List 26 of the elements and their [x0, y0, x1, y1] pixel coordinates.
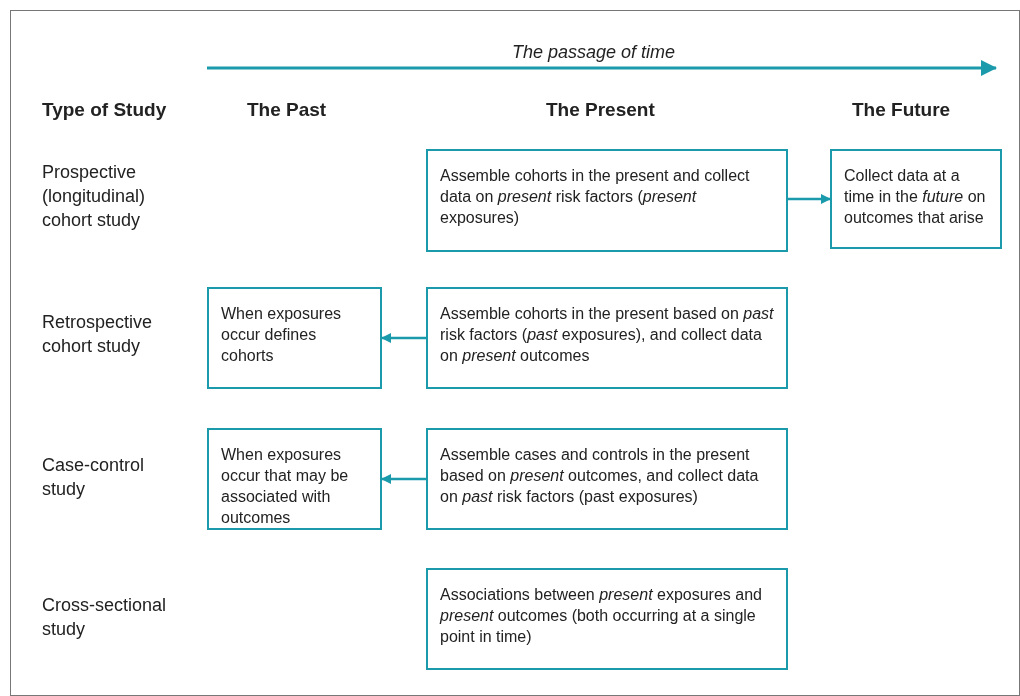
process-box	[426, 149, 788, 252]
box-text: When exposures occur that may be associated with outcomes	[221, 445, 350, 528]
row-label: Case-control study	[42, 454, 146, 501]
box-text: Associations between present exposures and present outcomes (both occurring at a single point in time)	[440, 585, 763, 647]
box-text: Assemble cohorts in the present and collect data on present risk factors (present exposures)	[440, 166, 751, 228]
column-heading: The Present	[546, 98, 656, 122]
column-heading: The Future	[852, 98, 952, 122]
box-text: When exposures occur defines cohorts	[221, 304, 343, 366]
column-heading: The Past	[247, 98, 328, 122]
process-box	[830, 149, 1002, 249]
process-box	[426, 287, 788, 389]
box-text: Collect data at a time in the future on outcomes that arise	[844, 166, 987, 228]
arrow	[381, 333, 426, 343]
column-heading: Type of Study	[42, 98, 168, 122]
process-box	[426, 568, 788, 670]
box-text: Assemble cohorts in the present based on past risk factors (past exposures), and collect data on present outcomes	[440, 304, 774, 366]
process-box	[207, 287, 382, 389]
box-text: Assemble cases and controls in the present based on present outcomes, and collect data on past risk factors (past exposures)	[440, 445, 760, 507]
axis-label: The passage of time	[512, 41, 677, 64]
arrow	[788, 194, 831, 204]
process-box	[426, 428, 788, 530]
row-label: Prospective (longitudinal) cohort study	[42, 161, 147, 232]
row-label: Cross-sectional study	[42, 594, 168, 641]
arrow	[381, 474, 426, 484]
process-box	[207, 428, 382, 530]
row-label: Retrospective cohort study	[42, 311, 154, 358]
